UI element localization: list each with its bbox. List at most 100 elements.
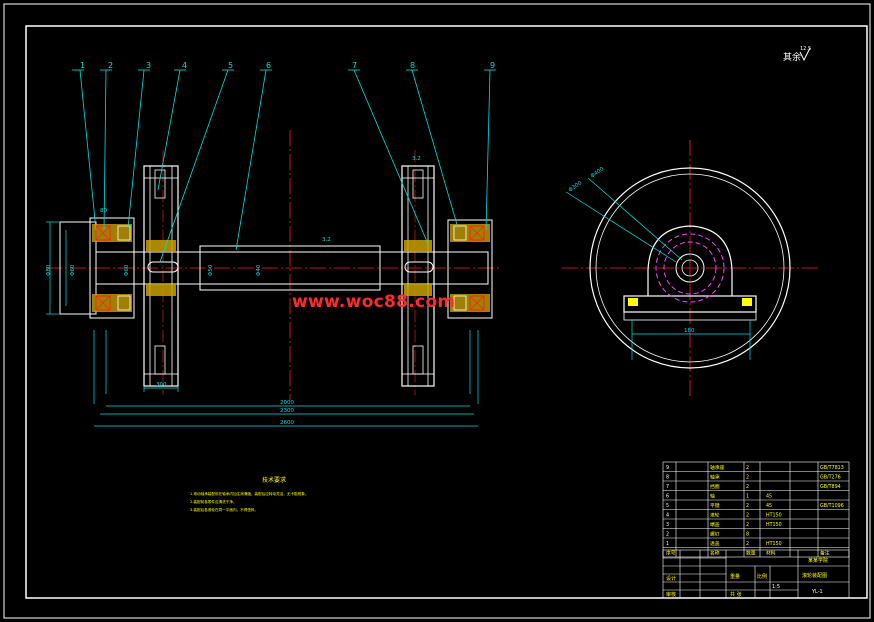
bom-cell: 7 bbox=[666, 484, 669, 490]
bom-cell: HT150 bbox=[766, 541, 782, 547]
bom-cell: 3 bbox=[666, 522, 669, 528]
dim-top-hub: 80 bbox=[100, 208, 107, 214]
bom-cell: 2 bbox=[746, 484, 749, 490]
shaft-mid bbox=[199, 245, 381, 291]
side-dim-1: Φ400 bbox=[590, 166, 606, 180]
bom-cell: 透盖 bbox=[710, 540, 720, 547]
tb-sheet-label: 共 张 bbox=[730, 591, 742, 598]
bolt-right bbox=[742, 298, 752, 306]
dim-outer-dia: Φ80 bbox=[46, 264, 52, 276]
tech-requirements: 技术要求 1.滚动轴承装配前在轴承内加注润滑脂，装配后应转动灵活，无卡阻现象。 … bbox=[190, 476, 308, 512]
tb-scale: 1:5 bbox=[772, 584, 780, 590]
bom-cell: GB/T1096 bbox=[820, 503, 844, 509]
bearing-hidden-outer bbox=[655, 233, 725, 303]
dim-roughness-mid: 3.2 bbox=[322, 237, 331, 243]
bom-cell: 8 bbox=[746, 532, 749, 538]
bom-cell: HT150 bbox=[766, 513, 782, 519]
bom-cell: 2 bbox=[746, 541, 749, 547]
bom-table bbox=[662, 461, 850, 558]
bom-header-cell: 序号 bbox=[666, 550, 676, 557]
right-bearing-housing bbox=[447, 219, 493, 319]
balloon-8: 8 bbox=[410, 61, 415, 70]
inner-frame bbox=[25, 25, 868, 599]
right-wheel bbox=[401, 165, 435, 387]
side-leader-1 bbox=[587, 177, 683, 261]
bom-cell: 1 bbox=[746, 494, 749, 500]
front-dim-text: Φ80 Φ60 Φ60 Φ50 Φ40 80 3.2 3.2 300 2000 … bbox=[46, 156, 421, 426]
bom-cell: 2 bbox=[746, 513, 749, 519]
tb-school: 某某学院 bbox=[808, 557, 828, 564]
bom-cell: 轴承 bbox=[710, 474, 720, 481]
side-dim-base: 180 bbox=[684, 328, 695, 334]
dim-hub-dia-1: Φ60 bbox=[124, 264, 130, 276]
watermark: www.woc88.com bbox=[292, 292, 456, 312]
bom-cell: 端盖 bbox=[710, 521, 720, 528]
bom-cell: 2 bbox=[746, 475, 749, 481]
bom-cell: 2 bbox=[746, 503, 749, 509]
tb-weight-label: 重量 bbox=[730, 573, 740, 580]
bom-header-cell: 材料 bbox=[766, 550, 776, 557]
outer-frame bbox=[3, 3, 871, 619]
bom-cell: GB/T276 bbox=[820, 475, 841, 481]
dim-inner-dia: Φ60 bbox=[70, 264, 76, 276]
bearing-block-body bbox=[647, 225, 733, 296]
tb-drawing-name: 滚轮装配图 bbox=[802, 572, 827, 579]
bom-cell: 螺钉 bbox=[710, 531, 720, 538]
dim-span-3: 2600 bbox=[280, 420, 294, 426]
title-block bbox=[662, 549, 850, 599]
bom-cell: 1 bbox=[666, 541, 669, 547]
balloon-7: 7 bbox=[352, 61, 357, 70]
balloon-2: 2 bbox=[108, 61, 113, 70]
right-keyway bbox=[404, 261, 434, 273]
balloon-6: 6 bbox=[266, 61, 271, 70]
balloon-4: 4 bbox=[182, 61, 187, 70]
right-wheel-hub-section bbox=[404, 240, 432, 252]
bearing-hidden-inner bbox=[663, 241, 717, 295]
dim-shaft-dia: Φ40 bbox=[256, 264, 262, 276]
bom-cell: 9 bbox=[666, 465, 669, 471]
title-block-text: 某某学院 滚轮装配图 YL-1 设计 审核 比例 1:5 重量 共 张 bbox=[666, 557, 828, 598]
bom-cell: GB/T7813 bbox=[820, 465, 844, 471]
bom-cell: HT150 bbox=[766, 522, 782, 528]
tech-req-line-2: 2.装配前各零件应清洗干净。 bbox=[190, 499, 237, 504]
balloon-5: 5 bbox=[228, 61, 233, 70]
part-leaders bbox=[72, 69, 496, 263]
tech-req-line-3: 3.装配后各滚轮在同一平面内，不得歪斜。 bbox=[190, 507, 258, 512]
front-dimensions bbox=[46, 221, 479, 427]
wheel-outer-circle bbox=[589, 167, 791, 369]
bom-cell: 2 bbox=[746, 522, 749, 528]
side-leader-2 bbox=[565, 191, 677, 263]
dim-roughness-right: 3.2 bbox=[412, 156, 421, 162]
bom-cell: 2 bbox=[746, 465, 749, 471]
bom-cell: GB/T894 bbox=[820, 484, 841, 490]
dim-span-2: 2300 bbox=[280, 408, 294, 414]
wheel-inner-circle bbox=[595, 173, 785, 363]
tb-designer: 设计 bbox=[666, 575, 676, 582]
shaft-circle-inner bbox=[681, 259, 699, 277]
dim-span-1: 2000 bbox=[280, 400, 294, 406]
front-view: 1 2 3 4 5 6 7 8 9 Φ80 bbox=[46, 61, 500, 427]
side-dim-2: Φ300 bbox=[568, 180, 584, 194]
roughness-symbol bbox=[799, 47, 811, 62]
bom-cell: 2 bbox=[666, 532, 669, 538]
roughness-note-text: 其余 bbox=[783, 51, 801, 63]
bearing-block-base-foot bbox=[623, 311, 757, 321]
left-wheel bbox=[143, 165, 179, 387]
roughness-note: 其余 12.5 bbox=[783, 46, 811, 63]
roughness-note-value: 12.5 bbox=[800, 46, 811, 52]
tb-drawing-no: YL-1 bbox=[811, 589, 823, 595]
tech-req-title: 技术要求 bbox=[262, 476, 286, 484]
tb-scale-label: 比例 bbox=[757, 573, 767, 580]
shaft-circle bbox=[675, 253, 705, 283]
bom-cell: 5 bbox=[666, 503, 669, 509]
bolt-left bbox=[628, 298, 638, 306]
balloon-3: 3 bbox=[146, 61, 151, 70]
balloon-1: 1 bbox=[80, 61, 85, 70]
dim-hub-dia-2: Φ50 bbox=[208, 264, 214, 276]
bom-cell: 滚轮 bbox=[710, 512, 720, 519]
tech-req-line-1: 1.滚动轴承装配前在轴承内加注润滑脂，装配后应转动灵活，无卡阻现象。 bbox=[190, 491, 308, 496]
bom-cell: 45 bbox=[766, 503, 772, 509]
bom-cell: 轴承座 bbox=[710, 464, 725, 471]
left-bearing-housing bbox=[59, 217, 135, 319]
